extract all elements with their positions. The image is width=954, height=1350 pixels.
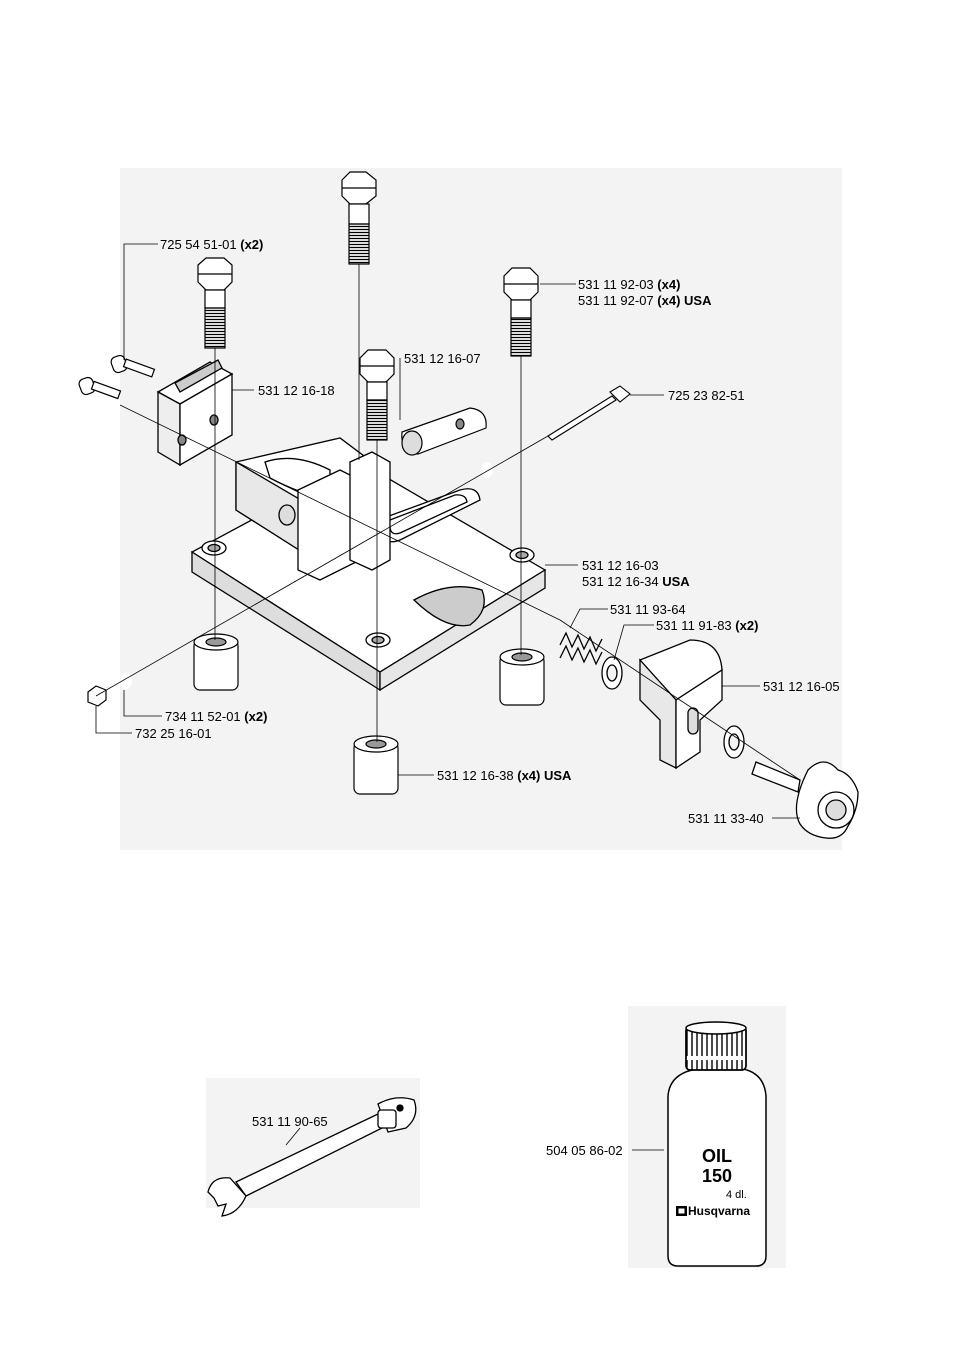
label-531-12-16-38: 531 12 16-38 (x4) USA (437, 768, 571, 783)
label-531-11-92-07: 531 11 92-07 (x4) USA (578, 293, 712, 308)
bottle-label-brand: Husqvarna (688, 1204, 750, 1218)
sleeve-right (500, 649, 544, 705)
sleeve-left (194, 634, 238, 690)
part-number: 531 11 92-03 (578, 277, 654, 292)
part-quantity: (x2) (240, 237, 263, 252)
part-number: 531 12 16-34 (582, 574, 659, 589)
clamp-block (158, 360, 232, 465)
part-number: 504 05 86-02 (546, 1143, 623, 1158)
part-number: 531 11 92-07 (578, 293, 654, 308)
part-region: USA (684, 293, 711, 308)
label-531-11-33-40: 531 11 33-40 (688, 811, 764, 826)
hex-bolt-middle (360, 350, 394, 440)
hex-bolt-top (342, 172, 376, 264)
part-number: 531 12 16-18 (258, 383, 335, 398)
small-washer-top (481, 462, 493, 478)
label-531-12-16-18: 531 12 16-18 (258, 383, 335, 398)
cap-screw-pair (78, 354, 155, 398)
oil-bottle (668, 1022, 766, 1266)
part-number: 531 12 16-05 (763, 679, 840, 694)
label-531-12-16-05: 531 12 16-05 (763, 679, 840, 694)
part-number: 531 11 90-65 (252, 1114, 328, 1129)
sleeve-bottom (354, 736, 398, 794)
label-504-05-86-02: 504 05 86-02 (546, 1143, 623, 1158)
hex-nut (88, 686, 106, 706)
label-531-11-90-65: 531 11 90-65 (252, 1114, 328, 1129)
label-531-11-93-64: 531 11 93-64 (610, 602, 686, 617)
part-region: USA (662, 574, 689, 589)
part-number: 725 54 51-01 (160, 237, 237, 252)
part-quantity: (x4) (517, 768, 540, 783)
hex-bolt-right (504, 268, 538, 356)
label-531-11-91-83: 531 11 91-83 (x2) (656, 618, 758, 633)
bottle-label-grade: 150 (690, 1166, 744, 1186)
part-number: 734 11 52-01 (165, 709, 241, 724)
part-number: 531 11 93-64 (610, 602, 686, 617)
part-quantity: (x4) (657, 277, 680, 292)
part-number: 531 12 16-38 (437, 768, 514, 783)
label-531-12-16-07: 531 12 16-07 (404, 351, 481, 366)
part-quantity: (x2) (244, 709, 267, 724)
part-region: USA (544, 768, 571, 783)
label-734-11-52-01: 734 11 52-01 (x2) (165, 709, 267, 724)
label-732-25-16-01: 732 25 16-01 (135, 726, 212, 741)
part-number: 732 25 16-01 (135, 726, 212, 741)
clamp-jaw (640, 640, 722, 768)
washer-b (724, 726, 744, 758)
part-number: 531 11 33-40 (688, 811, 764, 826)
label-725-23-82-51: 725 23 82-51 (668, 388, 745, 403)
base-plate (192, 438, 545, 690)
part-number: 531 12 16-07 (404, 351, 481, 366)
bottle-label-oil: OIL (690, 1146, 744, 1166)
label-531-12-16-34: 531 12 16-34 USA (582, 574, 690, 589)
washer-a (602, 657, 622, 689)
label-531-11-92-03: 531 11 92-03 (x4) (578, 277, 680, 292)
part-number: 531 12 16-03 (582, 558, 659, 573)
label-531-12-16-03: 531 12 16-03 (582, 558, 659, 573)
long-bolt (548, 386, 630, 440)
hex-bolt-left (198, 258, 232, 348)
bottle-label-volume: 4 dl. (726, 1189, 747, 1201)
label-725-54-51-01: 725 54 51-01 (x2) (160, 237, 263, 252)
spring (560, 633, 602, 664)
husqvarna-logo-icon (676, 1206, 687, 1216)
knob (752, 762, 858, 838)
part-quantity: (x4) (657, 293, 680, 308)
cylinder-pin (402, 408, 486, 455)
part-quantity: (x2) (735, 618, 758, 633)
part-number: 531 11 91-83 (656, 618, 732, 633)
part-number: 725 23 82-51 (668, 388, 745, 403)
